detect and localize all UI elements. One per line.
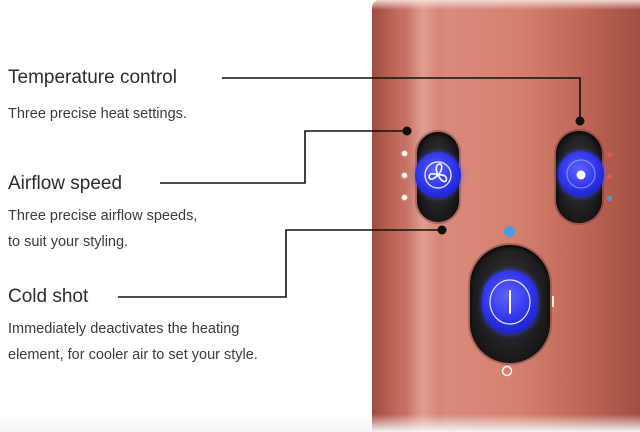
cold-shot-side-mark [552, 296, 554, 307]
airflow-indicator-3 [402, 195, 407, 200]
cold-shot-leader-dot [437, 225, 447, 235]
airflow-description-line-1: Three precise airflow speeds, [8, 208, 198, 224]
temperature-leader-dot [575, 116, 585, 126]
temperature-description-line-1: Three precise heat settings. [8, 106, 187, 122]
temperature-indicator-1 [607, 152, 612, 157]
dot-icon [566, 159, 596, 189]
temperature-indicator-2 [607, 174, 612, 179]
cold-shot-leader-line [118, 229, 442, 298]
ring-icon [501, 365, 513, 377]
temperature-indicator-3 [607, 196, 612, 201]
airflow-title: Airflow speed [8, 173, 123, 194]
temperature-leader-line [222, 77, 581, 120]
airflow-description-line-2: to suit your styling. [8, 234, 129, 250]
cold-shot-indicator [504, 226, 515, 237]
airflow-indicator-1 [402, 151, 407, 156]
power-line-icon [489, 279, 531, 325]
airflow-indicator-2 [402, 173, 407, 178]
cold-shot-title: Cold shot [8, 286, 89, 307]
airflow-leader-dot [402, 126, 412, 136]
cold-shot-description-line-1: Immediately deactivates the heating [8, 321, 240, 337]
airflow-leader-line [160, 130, 407, 184]
bottom-fade [0, 414, 640, 432]
temperature-title: Temperature control [8, 67, 177, 88]
cold-shot-description-line-2: element, for cooler air to set your styl… [8, 347, 258, 363]
fan-icon [424, 161, 452, 189]
